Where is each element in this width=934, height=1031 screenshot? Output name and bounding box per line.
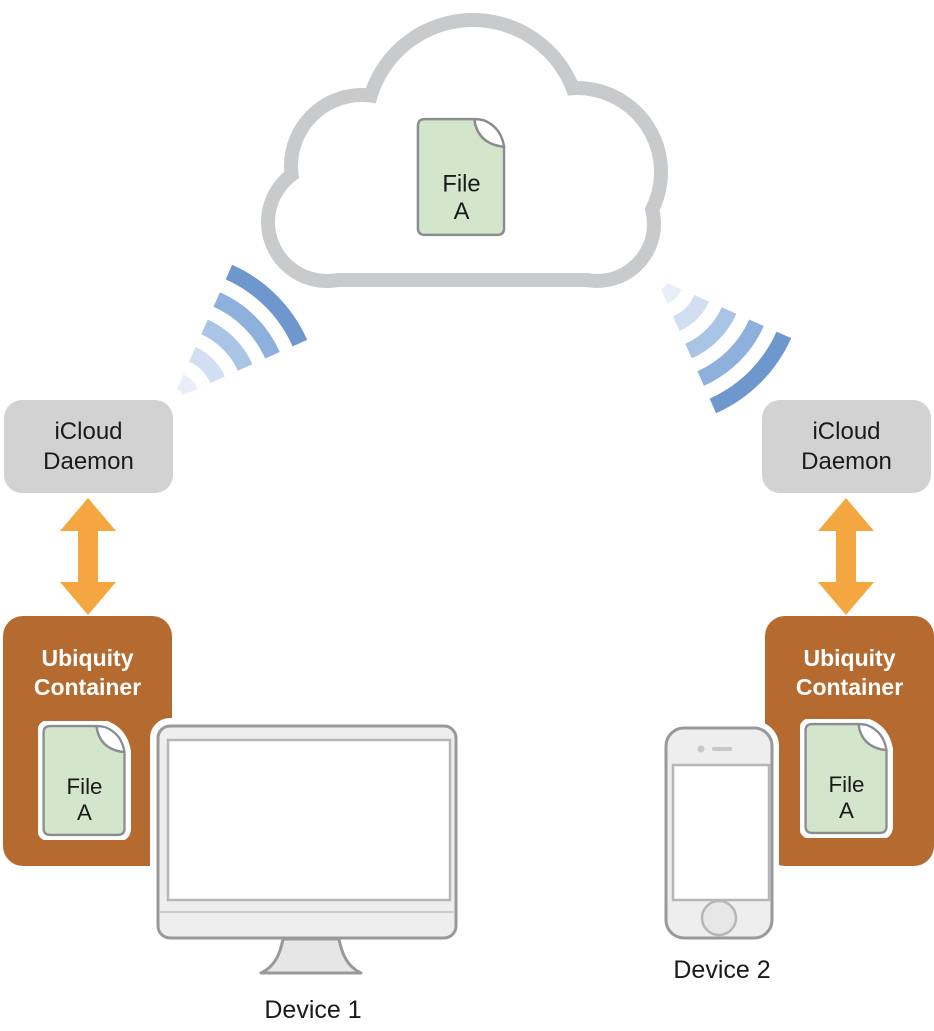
daemon-label-line2: Daemon bbox=[43, 447, 134, 475]
sync-arrow-icon bbox=[818, 498, 874, 615]
daemon-label-line1: iCloud bbox=[812, 417, 881, 445]
container-label-line2: Container bbox=[795, 674, 904, 700]
icloud-daemon-box: iCloud Daemon bbox=[762, 400, 931, 493]
file-icon: File A bbox=[416, 117, 506, 237]
wifi-signal-icon bbox=[176, 264, 308, 396]
imac-icon bbox=[150, 718, 464, 975]
file-label-line1: File bbox=[829, 772, 865, 797]
file-label-line2: A bbox=[454, 198, 470, 225]
container-label-line2: Container bbox=[33, 674, 142, 700]
folded-corner bbox=[857, 722, 888, 752]
daemon-label-line2: Daemon bbox=[801, 447, 892, 475]
cloud-icon bbox=[261, 13, 668, 288]
container-label-line1: Ubiquity bbox=[803, 645, 896, 671]
file-icon: File A bbox=[800, 719, 893, 838]
container-label-line1: Ubiquity bbox=[41, 645, 134, 671]
daemon-label-line1: iCloud bbox=[54, 417, 123, 445]
iphone-screen bbox=[671, 763, 771, 902]
folded-corner bbox=[473, 117, 506, 149]
file-label-line2: A bbox=[839, 798, 854, 823]
home-button-icon bbox=[700, 899, 738, 937]
iphone-icon bbox=[659, 721, 779, 945]
file-label-line2: A bbox=[77, 800, 92, 825]
imac-stand bbox=[259, 937, 363, 975]
wifi-signal-icon bbox=[660, 282, 792, 414]
folded-corner bbox=[95, 724, 126, 754]
device-label: Device 2 bbox=[673, 956, 771, 984]
icloud-daemon-box: iCloud Daemon bbox=[4, 400, 173, 493]
file-label-line1: File bbox=[67, 774, 103, 799]
imac-screen bbox=[166, 738, 452, 902]
camera-icon bbox=[697, 745, 705, 753]
file-icon: File A bbox=[38, 721, 131, 840]
device-label: Device 1 bbox=[264, 996, 362, 1024]
file-label-line1: File bbox=[442, 170, 480, 197]
sync-arrow-icon bbox=[60, 498, 116, 615]
